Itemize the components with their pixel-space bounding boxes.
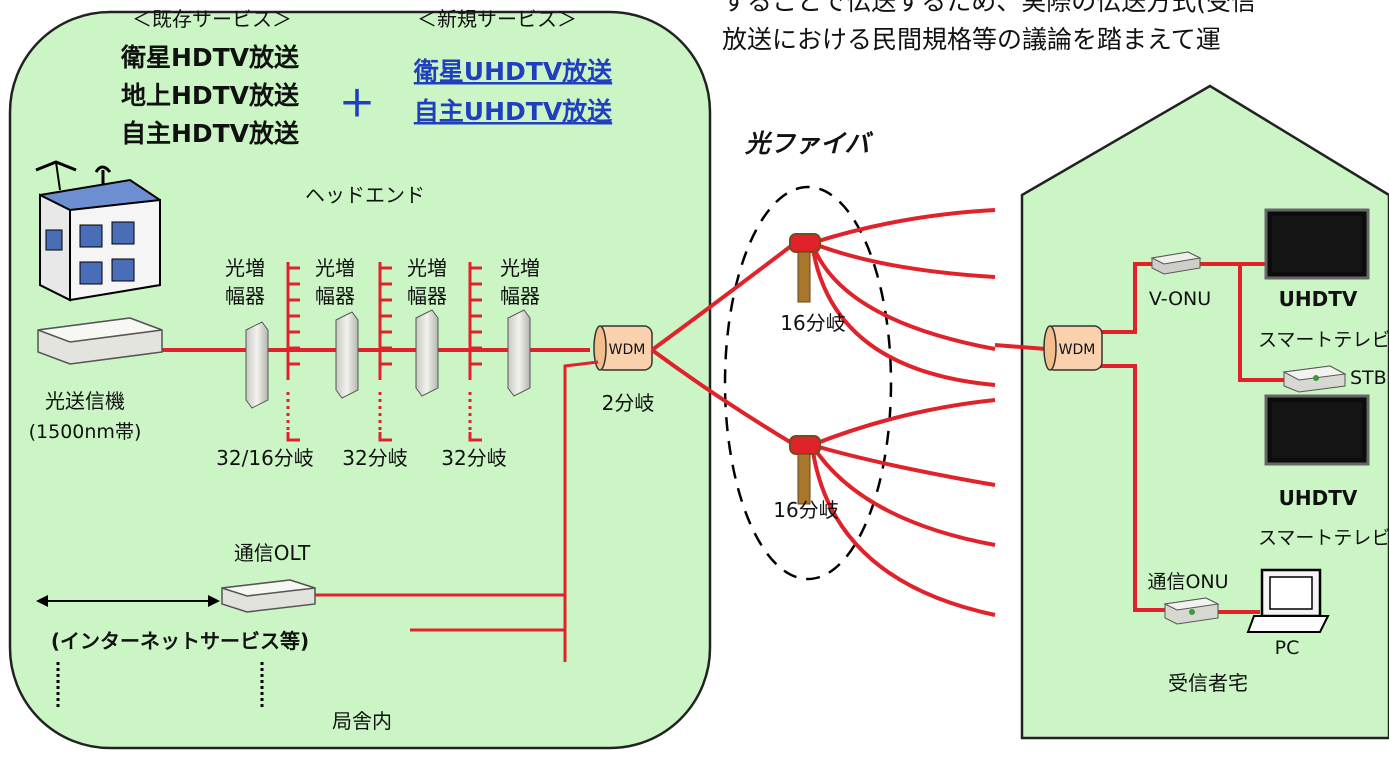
amplifier-3-label-bottom: 幅器 [407, 284, 447, 308]
residence-label: 受信者宅 [1168, 671, 1248, 695]
v-onu-label: V-ONU [1149, 288, 1211, 310]
amplifier-3-icon [415, 309, 439, 397]
plus-sign: ＋ [339, 84, 375, 125]
new-service-satellite-uhdtv-link[interactable]: 衛星UHDTV放送 [413, 57, 612, 86]
stb-icon [1282, 365, 1347, 393]
amplifier-2-icon [335, 311, 359, 399]
uhdtv-2-subtitle: スマートテレビ [1258, 527, 1389, 549]
amplifier-1-icon [245, 321, 269, 409]
communication-olt-icon [221, 579, 316, 613]
amplifier-4-label-top: 光増 [500, 256, 540, 280]
house-wdm-label: WDM [1059, 342, 1096, 358]
split-label-2: 32分岐 [342, 446, 407, 470]
amplifier-1-label-top: 光増 [225, 256, 265, 280]
headend-title: ヘッドエンド [305, 183, 425, 207]
existing-service-terrestrial-hdtv: 地上HDTV放送 [121, 81, 299, 110]
internet-services-label: (インターネットサービス等) [51, 629, 309, 653]
fiber-splitter-2-icon [789, 435, 821, 505]
amplifier-3-label-top: 光増 [407, 256, 447, 280]
headend-wdm-split-label: 2分岐 [602, 391, 655, 415]
fiber-split-1-label: 16分岐 [780, 311, 845, 335]
internet-double-arrow [36, 595, 220, 607]
transmitter-band-label: (1500nm帯) [29, 421, 142, 443]
communication-lines [310, 360, 599, 662]
splitter-comb-1 [286, 262, 300, 442]
uhdtv-1-subtitle: スマートテレビ [1258, 329, 1389, 351]
onu-label: 通信ONU [1147, 571, 1228, 593]
pc-label: PC [1275, 637, 1300, 659]
uhdtv-2-title: UHDTV [1279, 486, 1358, 510]
split-label-1: 32/16分岐 [216, 446, 314, 470]
headend-building-icon [35, 160, 161, 302]
existing-service-community-hdtv: 自主HDTV放送 [121, 119, 299, 148]
splitter-comb-3 [468, 262, 482, 442]
house-wdm-icon [1043, 325, 1103, 371]
v-onu-icon [1150, 251, 1202, 275]
optical-transmitter-icon [37, 317, 163, 365]
olt-label: 通信OLT [234, 541, 311, 565]
transmitter-label: 光送信機 [45, 389, 125, 413]
fiber-split-2-label: 16分岐 [773, 498, 838, 522]
communication-onu-icon [1163, 597, 1220, 625]
existing-service-satellite-hdtv: 衛星HDTV放送 [120, 43, 299, 72]
amplifier-labels: 光増 幅器 光増 幅器 光増 幅器 光増 幅器 [225, 256, 540, 308]
amplifier-2-label-bottom: 幅器 [315, 284, 355, 308]
amplifier-1-label-bottom: 幅器 [225, 284, 265, 308]
stb-label: STB [1350, 367, 1387, 389]
fiber-title: 光ファイバ [744, 129, 874, 158]
station-label: 局舎内 [332, 709, 392, 733]
amplifier-2-label-top: 光増 [315, 256, 355, 280]
house-lines [994, 262, 1290, 614]
new-services-header: ＜新規サービス＞ [417, 7, 577, 31]
splitter-comb-2 [378, 262, 392, 442]
fiber-dashed-boundary [723, 185, 893, 581]
fiber-splitter-1-icon [789, 233, 821, 303]
uhdtv-1-icon [1264, 208, 1370, 280]
pc-icon [1246, 568, 1330, 633]
amplifier-4-icon [507, 309, 531, 397]
amplifier-4-label-bottom: 幅器 [500, 284, 540, 308]
uhdtv-2-icon [1264, 394, 1370, 466]
split-label-3: 32分岐 [441, 446, 506, 470]
headend-wdm-label: WDM [609, 342, 646, 358]
uhdtv-1-title: UHDTV [1279, 287, 1358, 311]
top-text-line1: することで伝送するため、実際の伝送方式(受信 [722, 0, 1256, 16]
existing-services-header: ＜既存サービス＞ [132, 7, 292, 31]
station-panel [8, 10, 712, 750]
fiber-lines [650, 208, 996, 617]
new-service-community-uhdtv-link[interactable]: 自主UHDTV放送 [414, 97, 612, 126]
top-text-line2: 放送における民間規格等の議論を踏まえて運 [722, 25, 1221, 54]
